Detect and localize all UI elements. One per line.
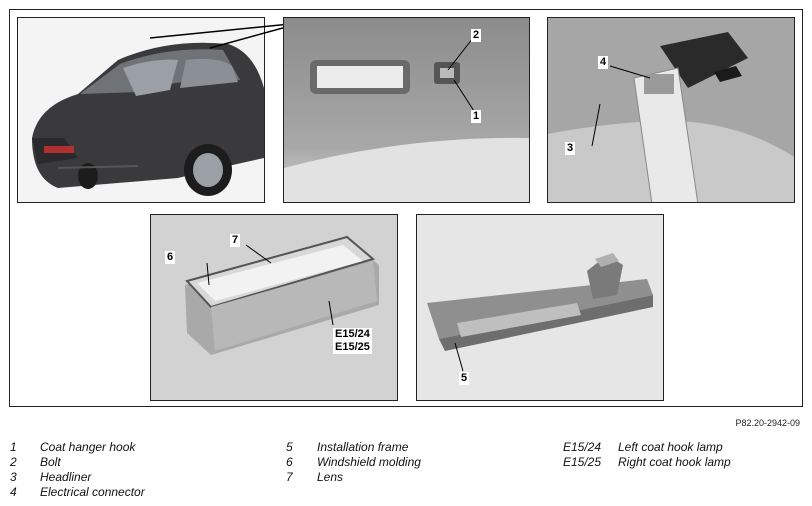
legend-column-3: E15/24 Left coat hook lamp E15/25 Right co… [563, 440, 731, 470]
legend-number: 5 [286, 440, 293, 454]
callout-5: 5 [459, 372, 470, 385]
legend-text: Bolt [40, 455, 61, 469]
legend-number: 7 [286, 470, 293, 484]
legend-text: Electrical connector [40, 485, 145, 499]
legend-number: 6 [286, 455, 293, 469]
legend-column-1: 1 Coat hanger hook 2 Bolt 3 Headliner 4 Elec… [10, 440, 145, 500]
legend-item: 1 Coat hanger hook [10, 440, 145, 455]
callout-6: 6 [165, 251, 176, 264]
legend-item: 3 Headliner [10, 470, 145, 485]
legend-text: Headliner [40, 470, 92, 484]
legend-item: 7 Lens [286, 470, 421, 485]
legend-item: 6 Windshield molding [286, 455, 421, 470]
callout-3: 3 [565, 142, 576, 155]
callout-4: 4 [598, 56, 609, 69]
legend-text: Left coat hook lamp [618, 440, 723, 454]
vehicle-image [18, 18, 264, 202]
panel-installation-frame: 5 [416, 214, 664, 401]
legend-number: 2 [10, 455, 17, 469]
legend-number: E15/25 [563, 455, 602, 469]
callout-e15-25: E15/25 [333, 341, 372, 354]
legend-text: Right coat hook lamp [618, 455, 731, 469]
figure-code: P82.20-2942-09 [735, 418, 800, 428]
legend-item: E15/24 Left coat hook lamp [563, 440, 731, 455]
callout-e15-24: E15/24 [333, 328, 372, 341]
legend-number: 3 [10, 470, 17, 484]
legend-number: E15/24 [563, 440, 602, 454]
panel-vehicle-overview [17, 17, 265, 203]
panel-lamp-closeup: 7 6 E15/24 E15/25 [150, 214, 398, 401]
installation-frame-image [417, 215, 663, 400]
callout-2: 2 [471, 29, 482, 42]
lamp-removal-image [548, 18, 794, 202]
legend-text: Windshield molding [317, 455, 421, 469]
legend-item: 4 Electrical connector [10, 485, 145, 500]
panel-lamp-removed: 4 3 [547, 17, 795, 203]
lamp-closeup-image [151, 215, 397, 400]
headliner-lamp-image [284, 18, 529, 202]
legend-text: Installation frame [317, 440, 409, 454]
panel-headliner-lamp: 2 1 [283, 17, 530, 203]
legend-item: 2 Bolt [10, 455, 145, 470]
legend-item: 5 Installation frame [286, 440, 421, 455]
legend-number: 4 [10, 485, 17, 499]
legend-text: Lens [317, 470, 344, 484]
legend-text: Coat hanger hook [40, 440, 136, 454]
callout-1: 1 [471, 110, 482, 123]
legend-item: E15/25 Right coat hook lamp [563, 455, 731, 470]
legend-number: 1 [10, 440, 17, 454]
callout-7: 7 [230, 234, 241, 247]
